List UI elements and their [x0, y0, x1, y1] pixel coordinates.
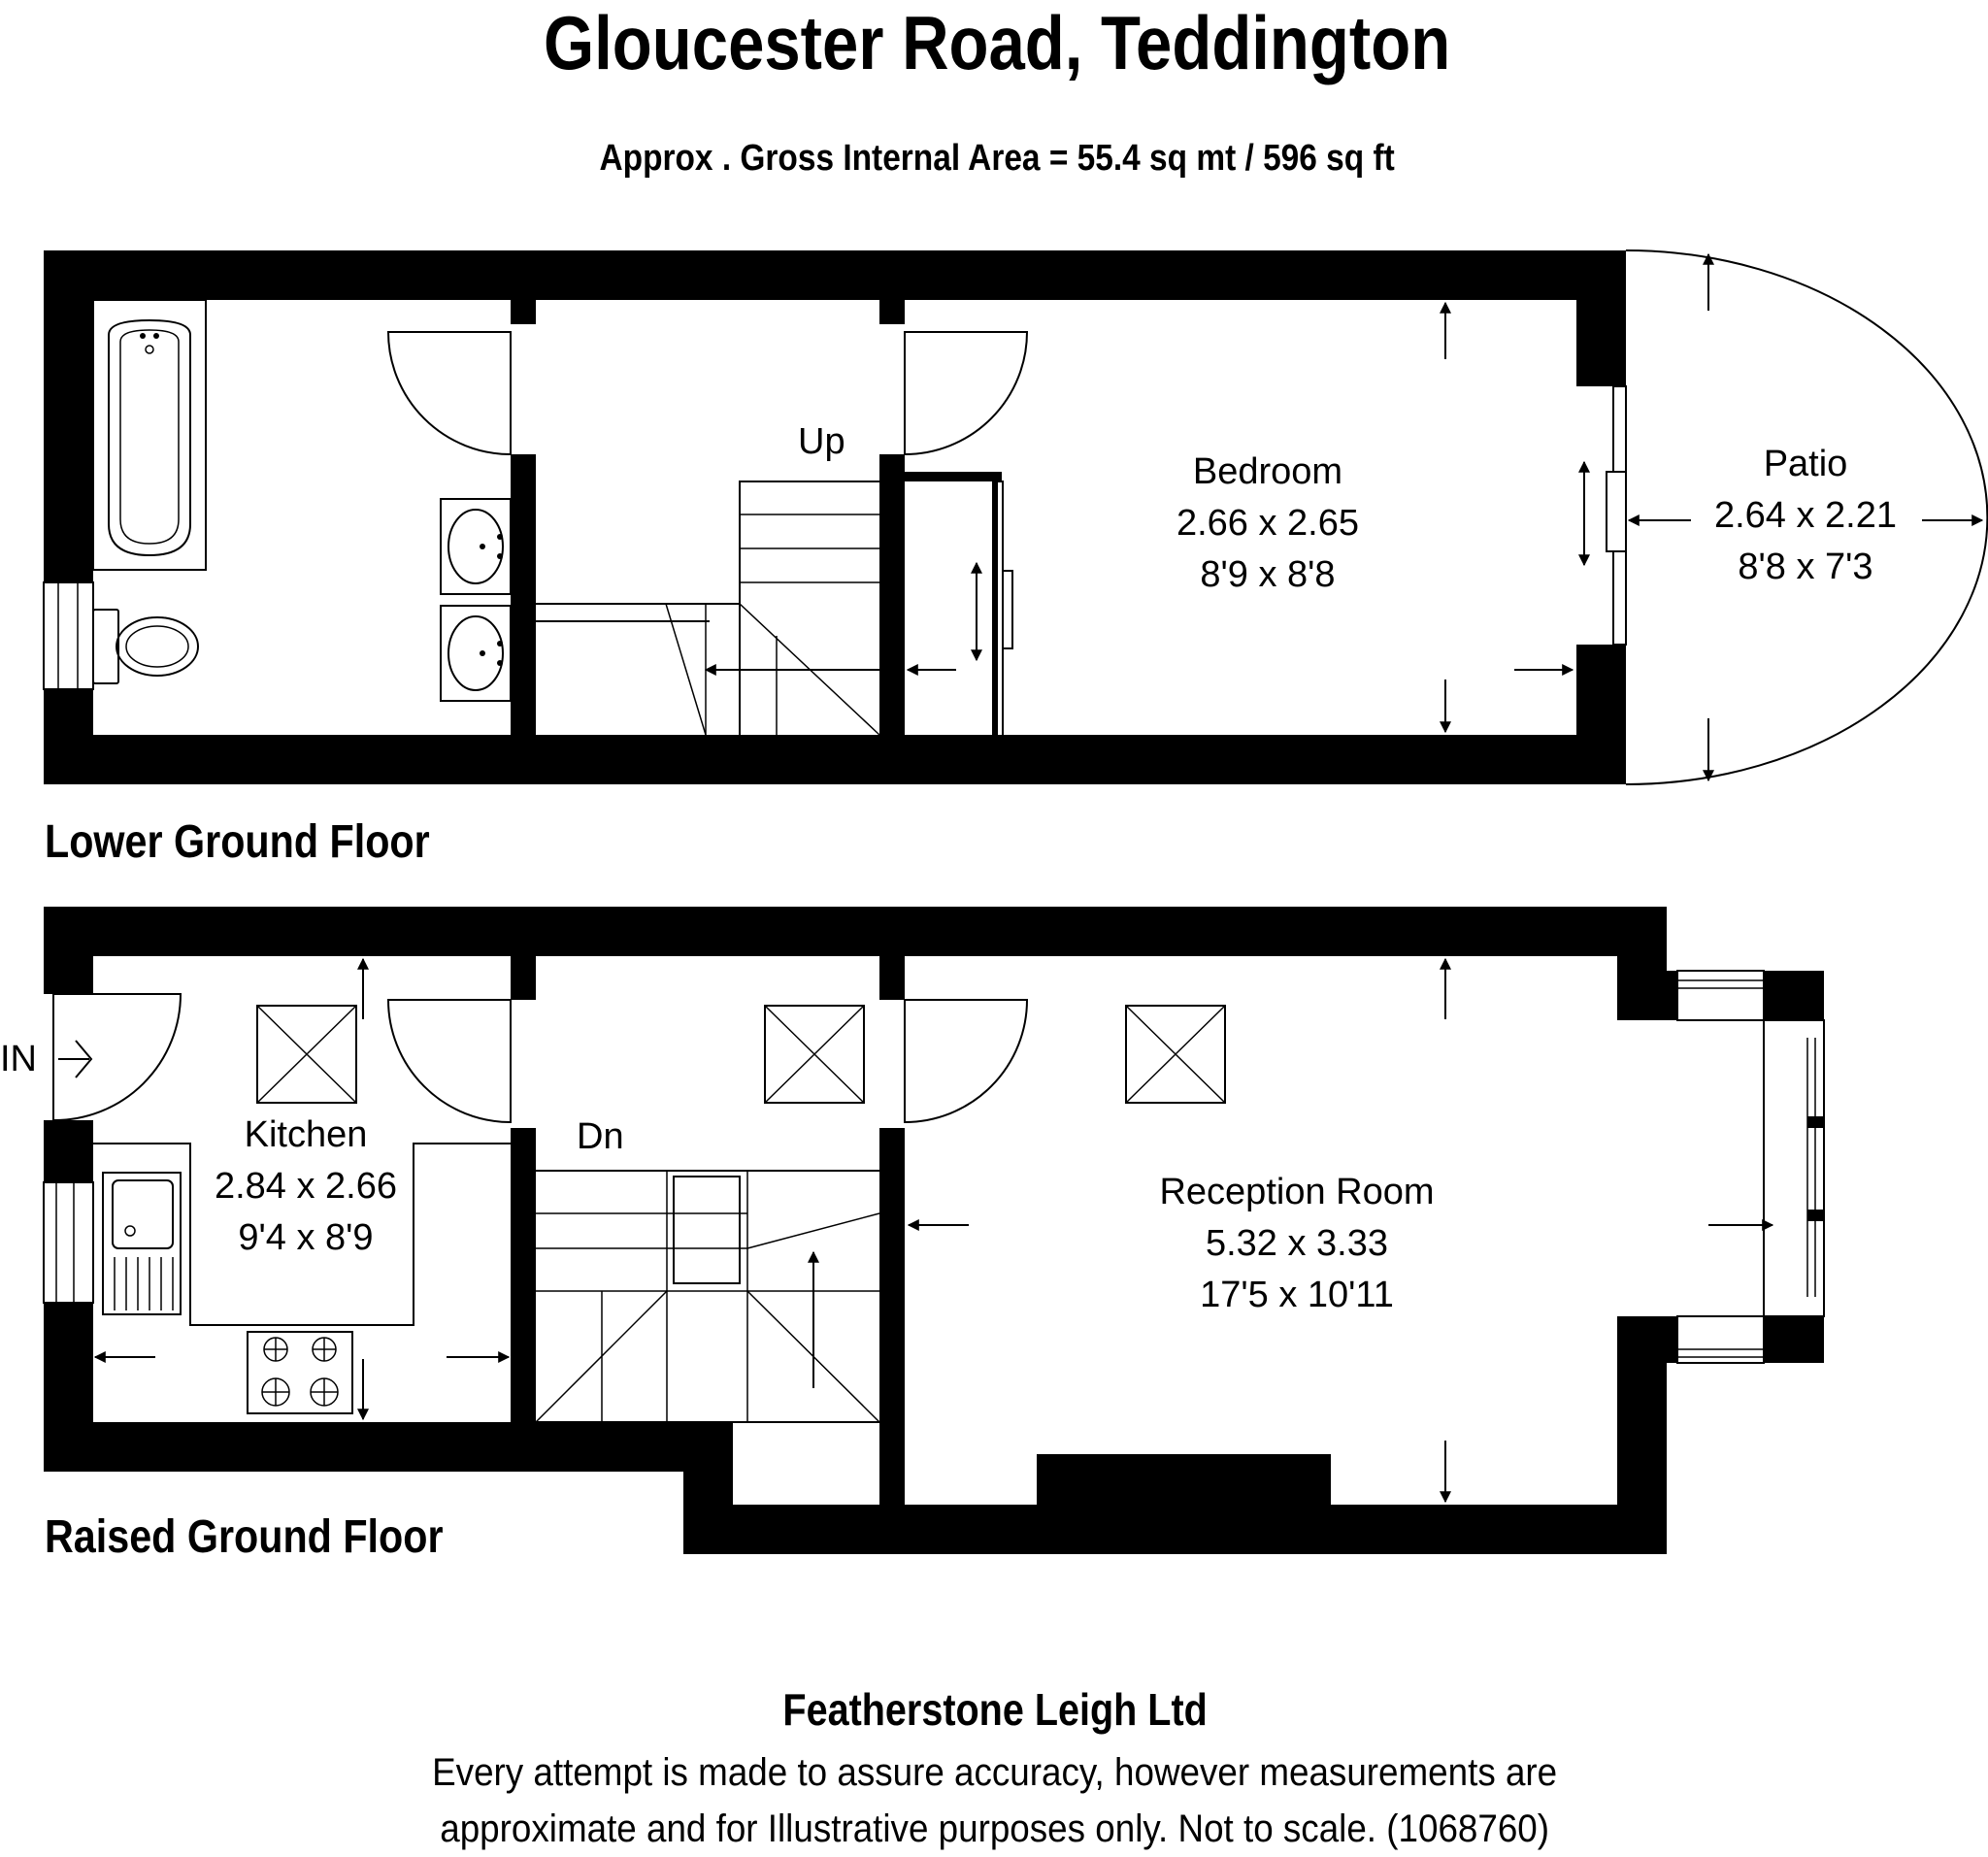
page-title: Gloucester Road, Teddington [543, 0, 1451, 85]
entrance-label: IN [0, 1039, 37, 1079]
bedroom-imperial: 8'9 x 8'8 [1200, 554, 1336, 595]
disclaimer-line-1: Every attempt is made to assure accuracy… [432, 1751, 1558, 1794]
company-name: Featherstone Leigh Ltd [782, 1684, 1208, 1735]
basin-icon [440, 498, 512, 702]
stair-up-label: Up [798, 421, 845, 462]
lower-left-window [43, 581, 94, 690]
skylight-icons [256, 1005, 1226, 1104]
kitchen-imperial: 9'4 x 8'9 [238, 1217, 374, 1258]
patio-label: Patio 2.64 x 2.21 8'8 x 7'3 [1650, 439, 1961, 593]
reception-metric: 5.32 x 3.33 [1205, 1223, 1389, 1264]
patio-name: Patio [1763, 444, 1848, 484]
raised-door-swings [386, 999, 1029, 1124]
cupboard-door [996, 481, 1013, 737]
kitchen-name: Kitchen [244, 1114, 368, 1155]
raised-staircase [535, 1170, 880, 1423]
lower-dimension-arrows [906, 301, 1590, 734]
raised-windows [43, 970, 1825, 1364]
bedroom-name: Bedroom [1192, 451, 1343, 492]
sink-icon [102, 1172, 182, 1315]
bath-icon [92, 299, 207, 571]
reception-label: Reception Room 5.32 x 3.33 17'5 x 10'11 [1103, 1167, 1491, 1321]
toilet-icon [92, 609, 199, 684]
patio-outline [1625, 249, 1988, 785]
bedroom-label: Bedroom 2.66 x 2.65 8'9 x 8'8 [1074, 447, 1462, 601]
front-door[interactable] [52, 993, 182, 1122]
lower-floor-label: Lower Ground Floor [45, 816, 430, 868]
entrance-arrow-icon [58, 1040, 93, 1078]
gross-area: Approx . Gross Internal Area = 55.4 sq m… [599, 138, 1395, 179]
hob-icon [247, 1331, 353, 1414]
reception-name: Reception Room [1159, 1172, 1435, 1212]
patio-imperial: 8'8 x 7'3 [1738, 547, 1873, 587]
disclaimer-line-2: approximate and for Illustrative purpose… [440, 1807, 1550, 1850]
reception-imperial: 17'5 x 10'11 [1200, 1275, 1394, 1315]
lower-walls [44, 250, 1626, 784]
lower-door-swings [386, 331, 1029, 456]
lower-ground-floor-plan [43, 249, 1988, 785]
kitchen-label: Kitchen 2.84 x 2.66 9'4 x 8'9 [175, 1110, 437, 1264]
patio-metric: 2.64 x 2.21 [1713, 495, 1898, 536]
lower-staircase [536, 481, 880, 736]
raised-dimension-arrows [93, 957, 1774, 1504]
stair-down-label: Dn [577, 1116, 624, 1157]
bedroom-metric: 2.66 x 2.65 [1176, 503, 1360, 544]
lower-patio-door [1606, 385, 1627, 646]
raised-ground-floor-plan [43, 907, 1825, 1554]
kitchen-metric: 2.84 x 2.66 [214, 1166, 398, 1207]
raised-floor-label: Raised Ground Floor [45, 1511, 444, 1563]
kitchen-worktop [93, 1143, 511, 1326]
